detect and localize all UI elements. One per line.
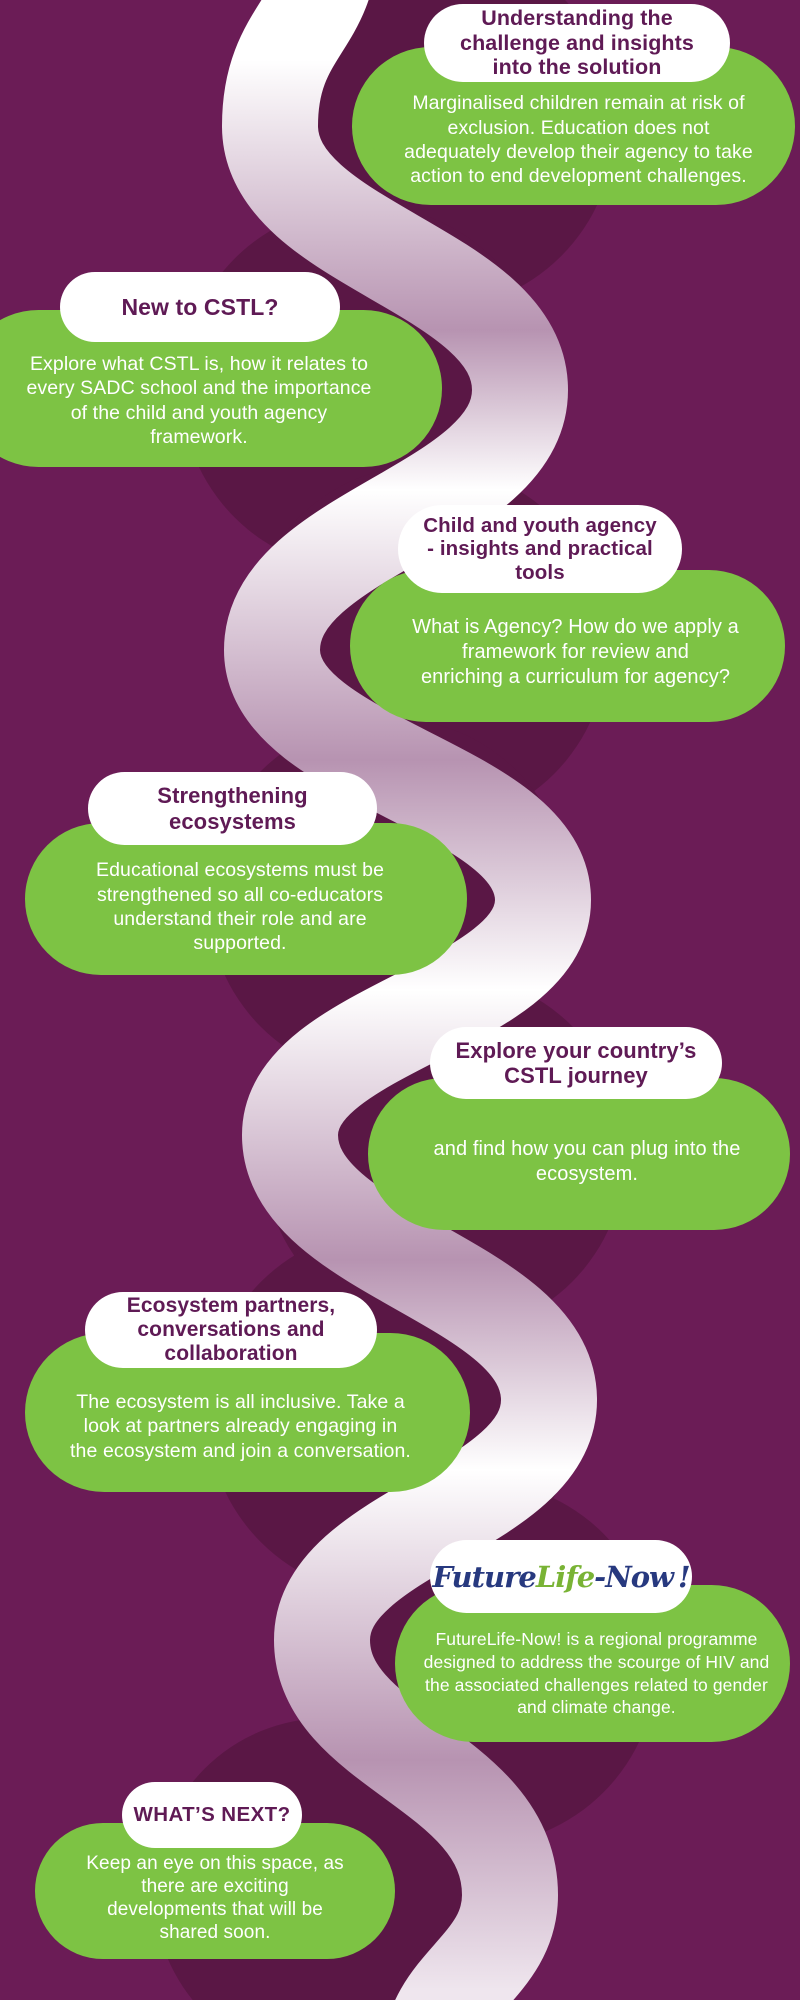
futurelife-now-logo: FutureLife-Now !: [432, 1559, 690, 1594]
futurelife-now-logo-life: Life: [535, 1559, 595, 1594]
bubble-ecosystem-partners: The ecosystem is all inclusive. Take a l…: [25, 1333, 470, 1492]
title-whats-next: WHAT’S NEXT?: [133, 1803, 291, 1827]
title-pill-futurelife-now: FutureLife-Now !: [430, 1540, 692, 1613]
bubble-strengthening-ecosystems-text: Educational ecosystems must be strengthe…: [95, 859, 385, 955]
title-ecosystem-partners: Ecosystem partners, conversations and co…: [126, 1294, 336, 1365]
bubble-explore-country-journey-text: and find how you can plug into the ecosy…: [433, 1138, 741, 1185]
title-pill-explore-country-journey: Explore your country’s CSTL journey: [430, 1027, 722, 1099]
title-explore-country-journey: Explore your country’s CSTL journey: [455, 1037, 697, 1088]
bubble-whats-next-text: Keep an eye on this space, as there are …: [86, 1852, 344, 1944]
bubble-child-youth-agency-text: What is Agency? How do we apply a framew…: [412, 615, 739, 688]
title-strengthening-ecosystems: Strengthening ecosystems: [157, 783, 308, 834]
bubble-futurelife-now-text: FutureLife-Now! is a regional programme …: [423, 1629, 770, 1718]
title-understanding-challenge: Understanding the challenge and insights…: [460, 6, 694, 80]
bubble-new-to-cstl-text: Explore what CSTL is, how it relates to …: [26, 352, 372, 448]
bubble-explore-country-journey: and find how you can plug into the ecosy…: [368, 1078, 790, 1230]
title-pill-child-youth-agency: Child and youth agency - insights and pr…: [398, 505, 682, 593]
title-pill-new-to-cstl: New to CSTL?: [60, 272, 340, 342]
title-pill-ecosystem-partners: Ecosystem partners, conversations and co…: [85, 1292, 377, 1368]
bubble-strengthening-ecosystems: Educational ecosystems must be strengthe…: [25, 823, 467, 975]
title-new-to-cstl: New to CSTL?: [121, 293, 279, 320]
bubble-understanding-challenge-text: Marginalised children remain at risk of …: [404, 92, 753, 188]
title-pill-understanding-challenge: Understanding the challenge and insights…: [424, 4, 730, 82]
title-pill-strengthening-ecosystems: Strengthening ecosystems: [88, 772, 377, 845]
bubble-ecosystem-partners-text: The ecosystem is all inclusive. Take a l…: [70, 1390, 411, 1462]
futurelife-now-logo-now: -Now !: [594, 1559, 690, 1594]
title-pill-whats-next: WHAT’S NEXT?: [122, 1782, 302, 1848]
futurelife-now-logo-future: Future: [432, 1559, 536, 1594]
title-child-youth-agency: Child and youth agency - insights and pr…: [423, 513, 657, 584]
bubble-child-youth-agency: What is Agency? How do we apply a framew…: [350, 570, 785, 722]
ribbon-gradient-band: [221, 0, 598, 2000]
